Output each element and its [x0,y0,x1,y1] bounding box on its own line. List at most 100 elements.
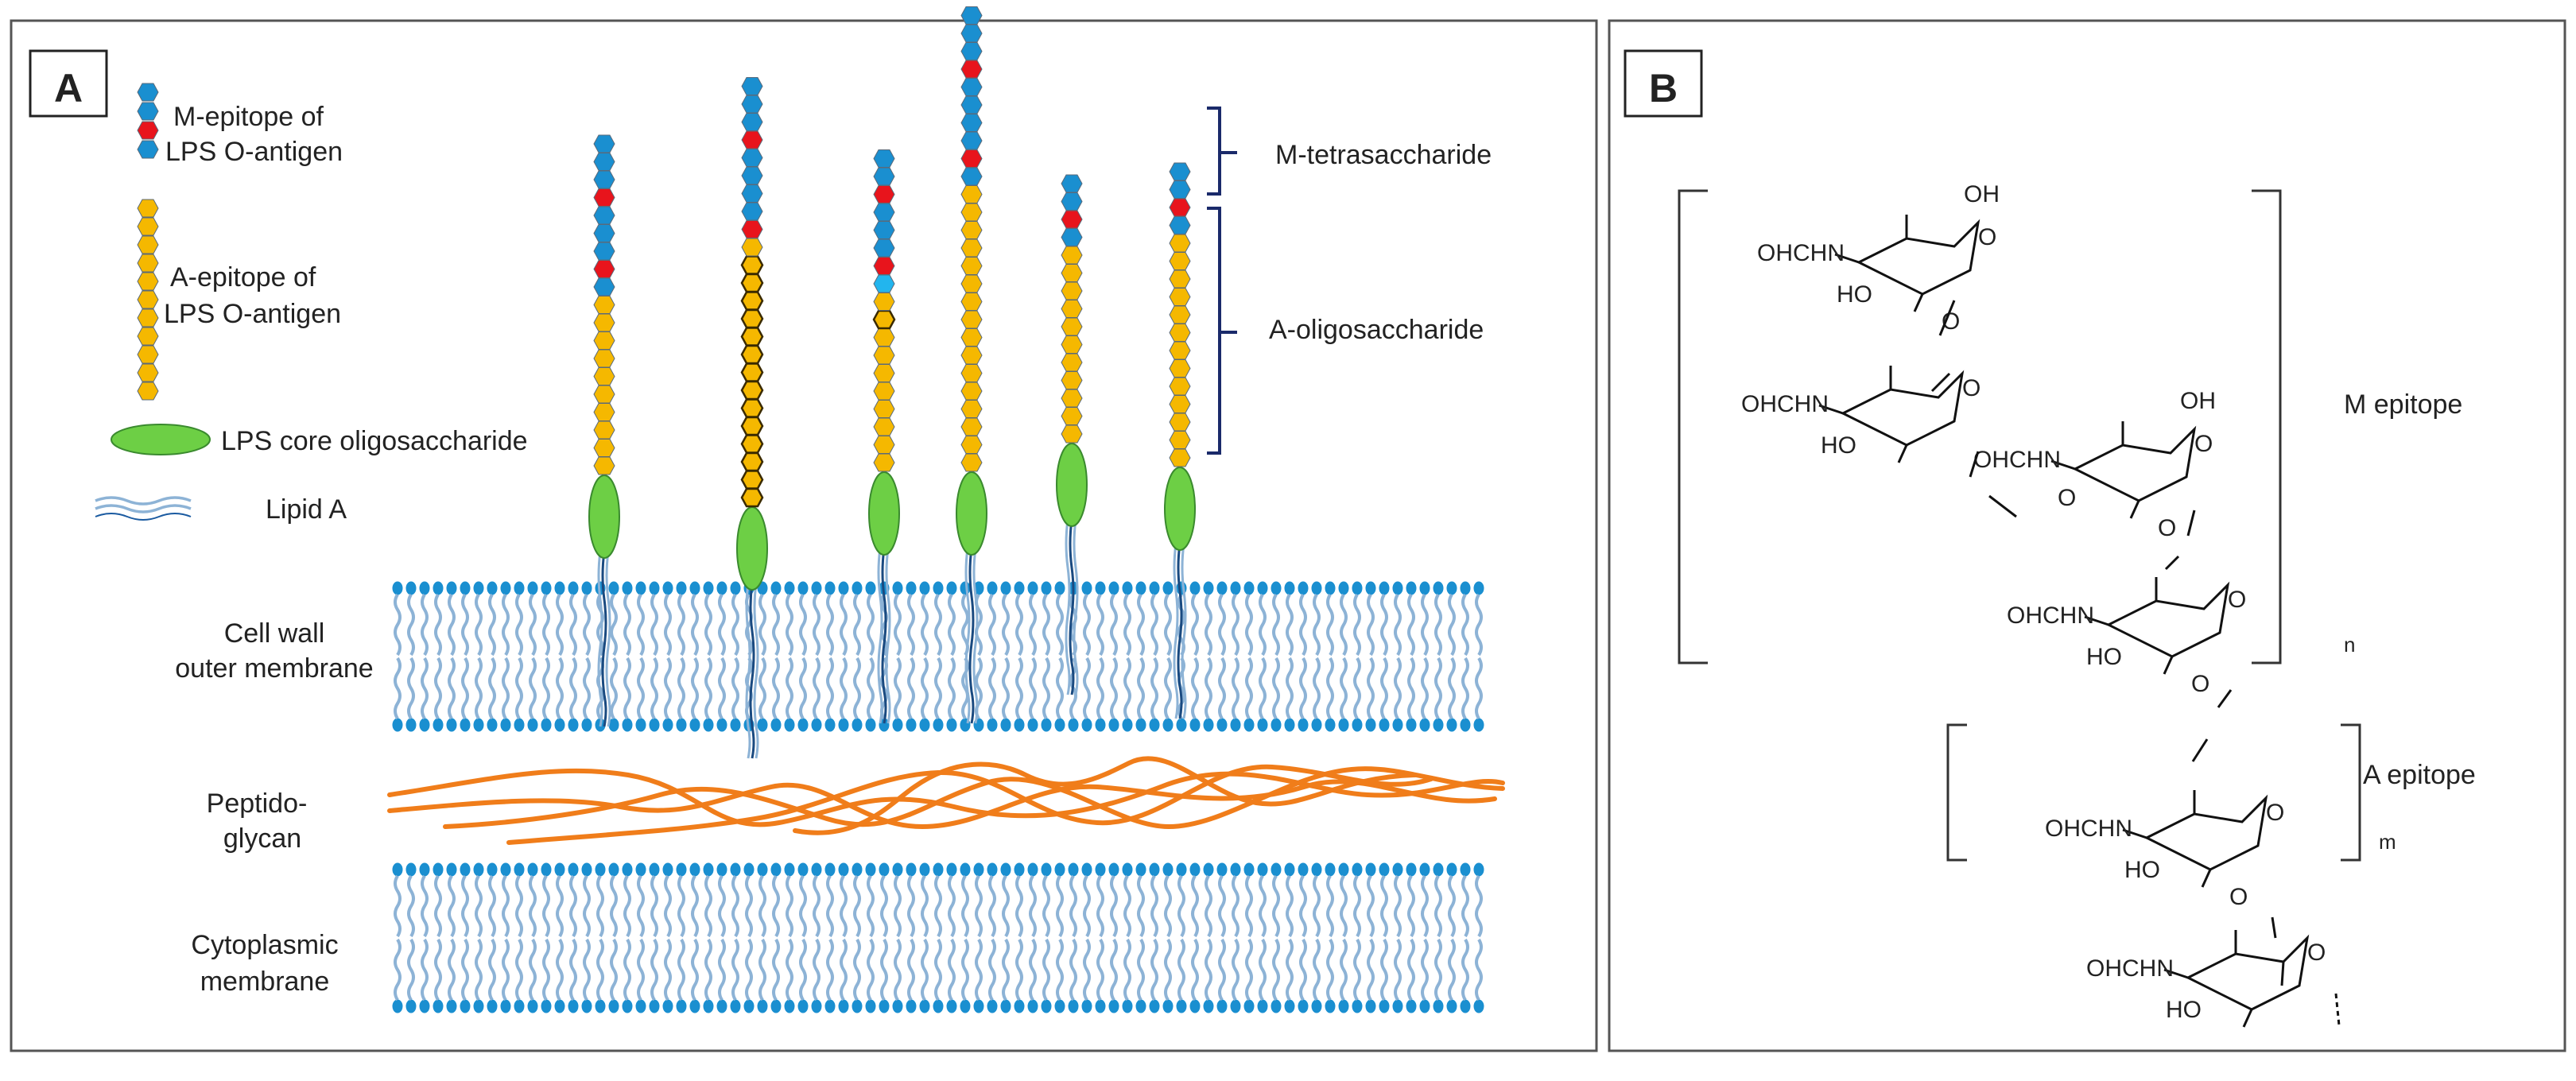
cytoplasmic-membrane-head [568,862,579,877]
cytoplasmic-membrane-head [446,862,457,877]
cytoplasmic-membrane-head [554,862,565,877]
sugar-unit [1061,371,1083,389]
outer-membrane-tail [637,657,645,720]
cytoplasmic-membrane-tail [1340,938,1348,1002]
outer-membrane-tail [1367,657,1375,720]
outer-membrane-tail [772,593,780,657]
cytoplasmic-membrane-head [1352,999,1363,1013]
sugar-unit [1169,413,1191,432]
cytoplasmic-membrane-tail [1002,938,1010,1002]
ring-oxygen-label: O [2194,431,2213,457]
ring-oxygen-label: O [2058,485,2076,511]
hydroxyl-label: OH [1964,181,2000,207]
cytoplasmic-membrane-head [1338,999,1349,1013]
sugar-unit [593,456,615,475]
a-oligosaccharide-bracket [1207,207,1237,455]
outer-membrane-label-2: outer membrane [175,653,373,684]
cytoplasmic-membrane-head [527,999,538,1013]
cytoplasmic-membrane-head [770,999,782,1013]
outer-membrane-tail [542,593,550,657]
cytoplasmic-membrane-tail [448,938,456,1002]
lipid-a [1181,543,1187,719]
cytoplasmic-membrane-head [757,999,768,1013]
outer-membrane-tail [596,593,604,657]
outer-membrane-tail [1286,657,1294,720]
outer-membrane-head [1446,718,1457,732]
outer-membrane-tail [434,593,442,657]
outer-membrane-tail [948,657,956,720]
cytoplasmic-membrane-tail [515,874,523,938]
cytoplasmic-membrane-head [1149,999,1160,1013]
outer-membrane-tail [1150,657,1158,720]
cytoplasmic-membrane-head [1392,999,1403,1013]
sugar-unit [593,385,615,404]
outer-membrane-head [1149,581,1160,595]
cytoplasmic-membrane-tail [745,938,753,1002]
outer-membrane-label: Cell wall [224,618,325,649]
cytoplasmic-membrane-head [1014,999,1025,1013]
outer-membrane-head [1271,718,1282,732]
lipid-a [1069,519,1075,695]
cytoplasmic-membrane-tail [1123,938,1131,1002]
outer-membrane-tail [691,593,699,657]
cytoplasmic-membrane-head [649,862,660,877]
cytoplasmic-membrane-head [1176,999,1187,1013]
cytoplasmic-membrane-tail [745,874,753,938]
outer-membrane-tail [1002,657,1010,720]
sugar-unit [741,238,763,257]
sugar-unit [960,364,983,382]
sugar-unit [593,206,615,225]
outer-membrane-head [514,581,525,595]
outer-membrane-tail [1056,593,1064,657]
cytoplasmic-membrane-tail [529,874,537,938]
cytoplasmic-membrane-tail [1461,874,1469,938]
cytoplasmic-membrane-tail [529,938,537,1002]
hydroxyl-label: HO [2086,644,2122,670]
outer-membrane-head [770,718,782,732]
cytoplasmic-membrane-tail [691,938,699,1002]
cytoplasmic-membrane-tail [1421,938,1429,1002]
cytoplasmic-membrane-head [1041,862,1052,877]
cytoplasmic-membrane-head [824,862,836,877]
cytoplasmic-membrane-head [852,999,863,1013]
outer-membrane-tail [1042,593,1050,657]
cytoplasmic-membrane-tail [461,874,469,938]
outer-membrane-tail [1096,593,1104,657]
cytoplasmic-membrane-tail [1218,938,1226,1002]
sugar-unit [740,344,764,365]
outer-membrane-head [392,718,403,732]
cytoplasmic-membrane-tail [1164,938,1172,1002]
sugar-unit [960,346,983,365]
cytoplasmic-membrane-tail [894,938,902,1002]
outer-membrane-head [1406,718,1417,732]
outer-membrane-head [649,718,660,732]
outer-membrane-tail [894,593,902,657]
cytoplasmic-membrane-tail [1299,938,1307,1002]
cytoplasmic-membrane-tail [1259,874,1267,938]
outer-membrane-head [784,718,795,732]
cytoplasmic-membrane-tail [502,874,510,938]
outer-membrane-tail [515,593,523,657]
cytoplasmic-membrane-tail [1015,874,1023,938]
outer-membrane-tail [1313,657,1321,720]
outer-membrane-head [784,581,795,595]
outer-membrane-head [1325,718,1336,732]
a-oligosaccharide-label: A-oligosaccharide [1269,315,1484,345]
cytoplasmic-membrane-tail [988,874,996,938]
cytoplasmic-membrane-tail [583,874,591,938]
outer-membrane-tail [1205,593,1212,657]
sugar-unit [593,349,615,368]
sugar-unit [740,398,764,418]
cytoplasmic-membrane-tail [786,874,793,938]
legend-core-label: LPS core oligosaccharide [221,426,528,456]
outer-membrane-tail [1232,593,1240,657]
cytoplasmic-membrane-head [608,999,619,1013]
sugar-unit [960,131,983,150]
cytoplasmic-membrane-head [987,862,998,877]
cytoplasmic-membrane-head [622,862,633,877]
substituent-label: OHCHN [1741,391,1829,417]
sugar-unit [960,149,983,168]
cytoplasmic-membrane-head [487,862,498,877]
